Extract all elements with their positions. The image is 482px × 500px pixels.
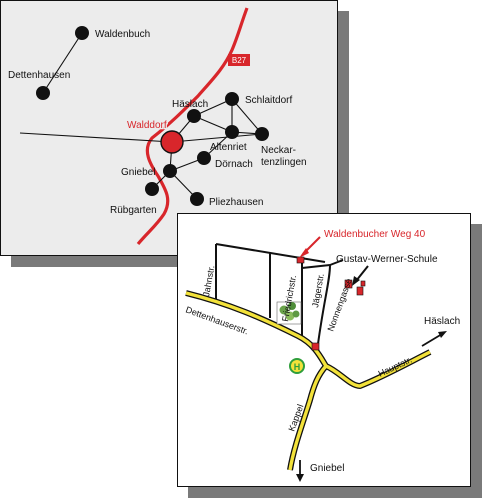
bus-stop-label: H — [294, 362, 301, 372]
building-address — [296, 256, 305, 264]
school-building-1 — [344, 279, 353, 289]
town-node-haeslach — [187, 109, 201, 123]
town-label-ruebgarten: Rübgarten — [110, 205, 157, 216]
town-label-haeslach: Häslach — [172, 99, 208, 110]
tree-icons — [279, 302, 300, 321]
bus-stop-icon: H — [289, 358, 305, 374]
school-arrow-icon — [352, 265, 369, 286]
school-label: Gustav-Werner-Schule — [336, 254, 438, 265]
town-label-pliezhausen: Pliezhausen — [209, 197, 263, 208]
direction-label-haeslach: Häslach — [424, 316, 460, 327]
town-label-neckar: Neckar- — [261, 145, 296, 156]
building-near-road — [311, 342, 320, 351]
town-node-ruebgarten — [145, 182, 159, 196]
town-node-neckartenzlingen — [255, 127, 269, 141]
town-label-tenzlingen: tenzlingen — [261, 157, 307, 168]
town-node-schlaitdorf — [225, 92, 239, 106]
direction-label-gniebel: Gniebel — [310, 463, 344, 474]
town-label-schlaitdorf: Schlaitdorf — [245, 95, 292, 106]
local-streets — [215, 243, 344, 345]
town-node-doernach — [197, 151, 211, 165]
town-node-walddorf — [160, 130, 184, 154]
town-node-altenriet — [225, 125, 239, 139]
town-node-gniebel — [163, 164, 177, 178]
yellow-main-roads — [185, 290, 432, 471]
haeslach-arrow-icon — [421, 331, 447, 347]
school-building-2 — [356, 286, 364, 296]
town-label-dettenhausen: Dettenhausen — [8, 70, 70, 81]
street-label-jahnstr: Jahnstr. — [201, 265, 216, 298]
address-label: Waldenbucher Weg 40 — [324, 229, 426, 240]
town-label-doernach: Dörnach — [215, 159, 253, 170]
town-label-walddorf: Walddorf — [127, 120, 167, 131]
address-arrow-icon — [299, 236, 321, 258]
town-node-waldenbuch — [75, 26, 89, 40]
local-map-panel — [177, 213, 471, 487]
town-node-pliezhausen — [190, 192, 204, 206]
town-label-altenriet: Altenriet — [210, 142, 247, 153]
town-node-dettenhausen — [36, 86, 50, 100]
b27-badge-label: B27 — [232, 56, 247, 65]
street-label-nonnengasse: Nonnengasse — [325, 277, 353, 333]
town-label-waldenbuch: Waldenbuch — [95, 29, 150, 40]
town-label-gniebel: Gniebel — [121, 167, 155, 178]
gniebel-arrow-icon — [296, 460, 304, 482]
b27-road — [136, 7, 249, 246]
b27-badge — [228, 54, 250, 66]
school-building-3 — [360, 280, 366, 287]
